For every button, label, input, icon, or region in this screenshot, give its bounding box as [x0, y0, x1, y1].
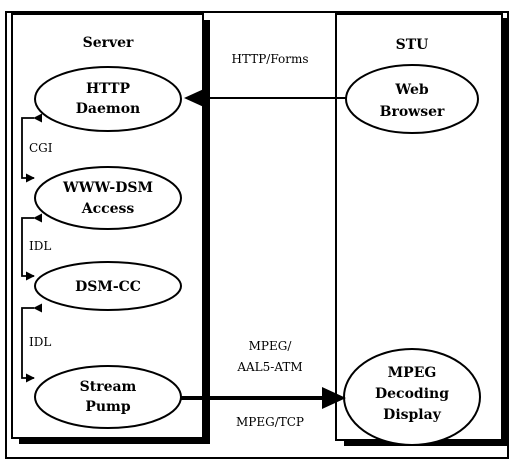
- www-dsm-access-label-line1: WWW-DSM: [62, 180, 153, 196]
- web-browser-label-line2: Browser: [380, 104, 445, 120]
- mpeg-stream-arrowhead: [322, 387, 346, 409]
- mpeg-tcp-label: MPEG/TCP: [236, 415, 304, 429]
- stu-title: STU: [396, 37, 429, 53]
- mpeg-node-label-line1: MPEG: [388, 365, 437, 381]
- stream-pump-label-line1: Stream: [80, 379, 137, 395]
- http-daemon-label-line2: Daemon: [76, 101, 140, 117]
- idl-link-label-2: IDL: [29, 335, 51, 349]
- www-dsm-access-label-line2: Access: [81, 201, 135, 217]
- cgi-link-label: CGI: [29, 141, 53, 155]
- mpeg-node-label-line3: Display: [383, 407, 442, 423]
- stream-pump-node: [34, 365, 182, 429]
- idl-link-arrow-2: [21, 303, 43, 383]
- dsm-cc-label: DSM-CC: [75, 279, 141, 295]
- stream-pump-label-line2: Pump: [85, 399, 131, 415]
- server-title: Server: [83, 35, 134, 51]
- http-forms-arrowhead: [184, 88, 206, 108]
- http-daemon-label-line1: HTTP: [86, 81, 131, 97]
- mpeg-atm-label-line1: MPEG/: [249, 339, 293, 353]
- web-browser-label-line1: Web: [394, 82, 428, 98]
- www-dsm-access-node: [34, 166, 182, 230]
- cgi-link-arrow: [21, 113, 43, 183]
- idl-link-label-1: IDL: [29, 239, 51, 253]
- http-forms-label: HTTP/Forms: [232, 52, 309, 66]
- dsm-cc-node: [34, 261, 182, 311]
- mpeg-atm-label-line2: AAL5-ATM: [236, 360, 302, 374]
- idl-link-arrow-1: [21, 213, 43, 281]
- http-daemon-node: [34, 66, 182, 132]
- mpeg-decoding-display-node: [343, 348, 481, 446]
- mpeg-node-label-line2: Decoding: [375, 386, 449, 402]
- web-browser-node: [345, 64, 479, 134]
